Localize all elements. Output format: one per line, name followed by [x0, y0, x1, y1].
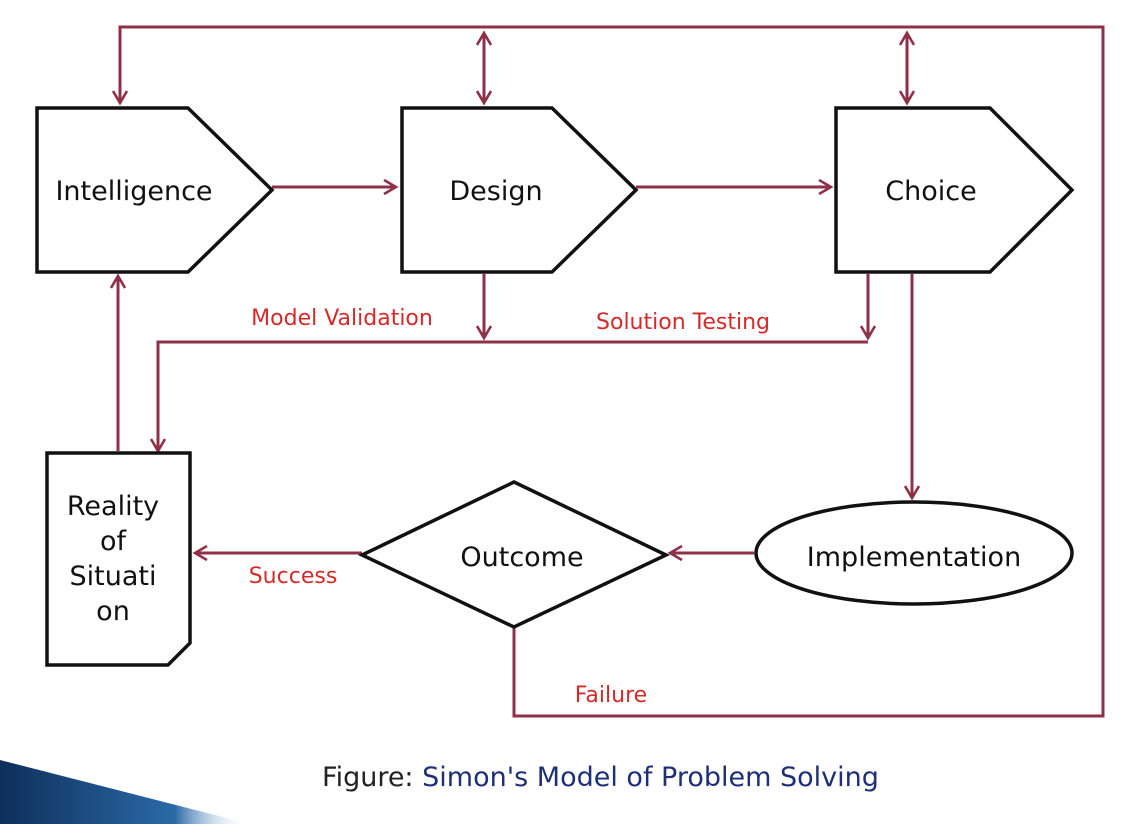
reality-node	[45, 451, 192, 667]
model-validation-label: Model Validation	[251, 306, 433, 331]
intelligence-label: Intelligence	[55, 176, 212, 207]
design-node	[400, 106, 639, 274]
reality-label-line-4: on	[96, 596, 130, 627]
implementation-node	[754, 500, 1074, 606]
failure-label: Failure	[575, 683, 647, 708]
figure-caption: Figure: Simon's Model of Problem Solving	[322, 762, 879, 793]
feedback-loop-line	[120, 25, 1105, 718]
intelligence-node	[35, 106, 275, 274]
design-label: Design	[449, 176, 542, 207]
reality-label-line-1: Reality	[67, 491, 159, 522]
validation-to-reality-line	[158, 340, 868, 451]
connectors	[118, 25, 1105, 718]
caption-title: Simon's Model of Problem Solving	[422, 762, 879, 793]
outcome-label: Outcome	[460, 542, 583, 573]
choice-node	[834, 106, 1075, 274]
reality-label-line-3: Situati	[70, 561, 157, 592]
caption-prefix: Figure:	[322, 762, 414, 793]
success-label: Success	[249, 564, 338, 589]
accent-bar	[0, 760, 250, 824]
choice-label: Choice	[885, 176, 976, 207]
implementation-label: Implementation	[807, 542, 1021, 573]
outcome-node	[357, 480, 671, 629]
reality-label-line-2: of	[100, 526, 128, 557]
solution-testing-label: Solution Testing	[596, 310, 770, 335]
